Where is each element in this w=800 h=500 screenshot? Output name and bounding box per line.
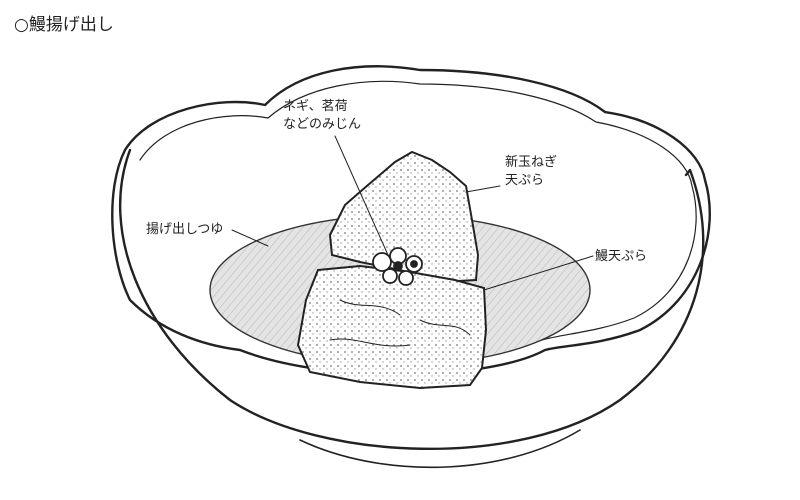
bowl-rim bbox=[111, 65, 711, 376]
label-onion: 新玉ねぎ 天ぷら bbox=[505, 154, 557, 190]
leader-tsuyu bbox=[231, 229, 269, 247]
leader-onion bbox=[465, 185, 501, 193]
label-onion-line2: 天ぷら bbox=[505, 173, 545, 188]
page-title: ○鰻揚げ出し bbox=[14, 15, 114, 35]
label-unagi: 鰻天ぷら bbox=[595, 249, 648, 264]
bowl-base bbox=[299, 429, 581, 469]
label-onion-line1: 新玉ねぎ bbox=[505, 155, 558, 170]
garnish-negi bbox=[372, 247, 423, 286]
bowl-rim-inner bbox=[139, 80, 697, 341]
label-negi-line1: ネギ、茗荷 bbox=[283, 99, 348, 114]
bowl-outer bbox=[118, 148, 705, 451]
leader-unagi bbox=[483, 255, 594, 291]
eel-tempura bbox=[296, 264, 488, 390]
leader-negi bbox=[334, 135, 389, 256]
label-negi: ネギ、茗荷 などのみじん bbox=[283, 98, 361, 134]
label-negi-line2: などのみじん bbox=[283, 117, 362, 132]
label-tsuyu: 揚げ出しつゆ bbox=[146, 222, 224, 237]
